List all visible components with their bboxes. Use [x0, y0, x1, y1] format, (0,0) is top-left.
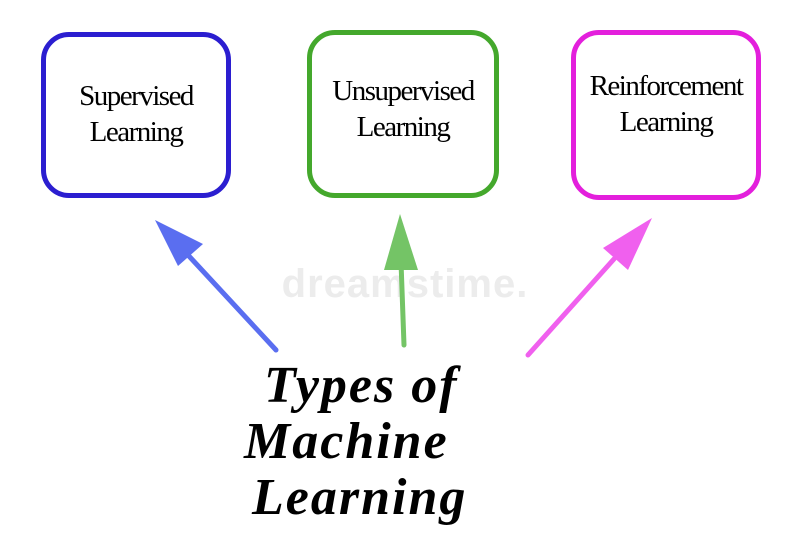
arrow-to-unsupervised [384, 214, 418, 348]
arrow-head-reinforcement [603, 218, 652, 270]
arrow-to-reinforcement [525, 218, 652, 358]
diagram-title: Types of Machine Learning [230, 358, 610, 526]
box-label-reinforcement: Reinforcement Learning [582, 68, 750, 140]
box-label-line1: Reinforcement [589, 70, 744, 102]
box-label-line1: Unsupervised [332, 75, 475, 107]
box-label-line1: Supervised [79, 80, 194, 112]
title-line-3: Learning [252, 469, 468, 526]
arrow-shaft-reinforcement [525, 256, 617, 358]
box-label-supervised: Supervised Learning [52, 78, 220, 150]
box-label-unsupervised: Unsupervised Learning [318, 73, 488, 145]
box-label-line2: Learning [356, 111, 451, 143]
arrow-head-supervised [155, 220, 203, 266]
title-line-1: Types of [264, 357, 459, 414]
box-label-line2: Learning [619, 106, 714, 138]
box-reinforcement-learning: Reinforcement Learning [571, 30, 761, 200]
arrow-to-supervised [155, 220, 279, 353]
arrow-shaft-unsupervised [398, 259, 407, 348]
box-supervised-learning: Supervised Learning [41, 32, 231, 198]
arrow-head-unsupervised [384, 214, 418, 270]
box-label-line2: Learning [89, 116, 184, 148]
arrow-shaft-supervised [185, 252, 279, 353]
box-unsupervised-learning: Unsupervised Learning [307, 30, 499, 198]
title-line-2: Machine [244, 413, 449, 470]
